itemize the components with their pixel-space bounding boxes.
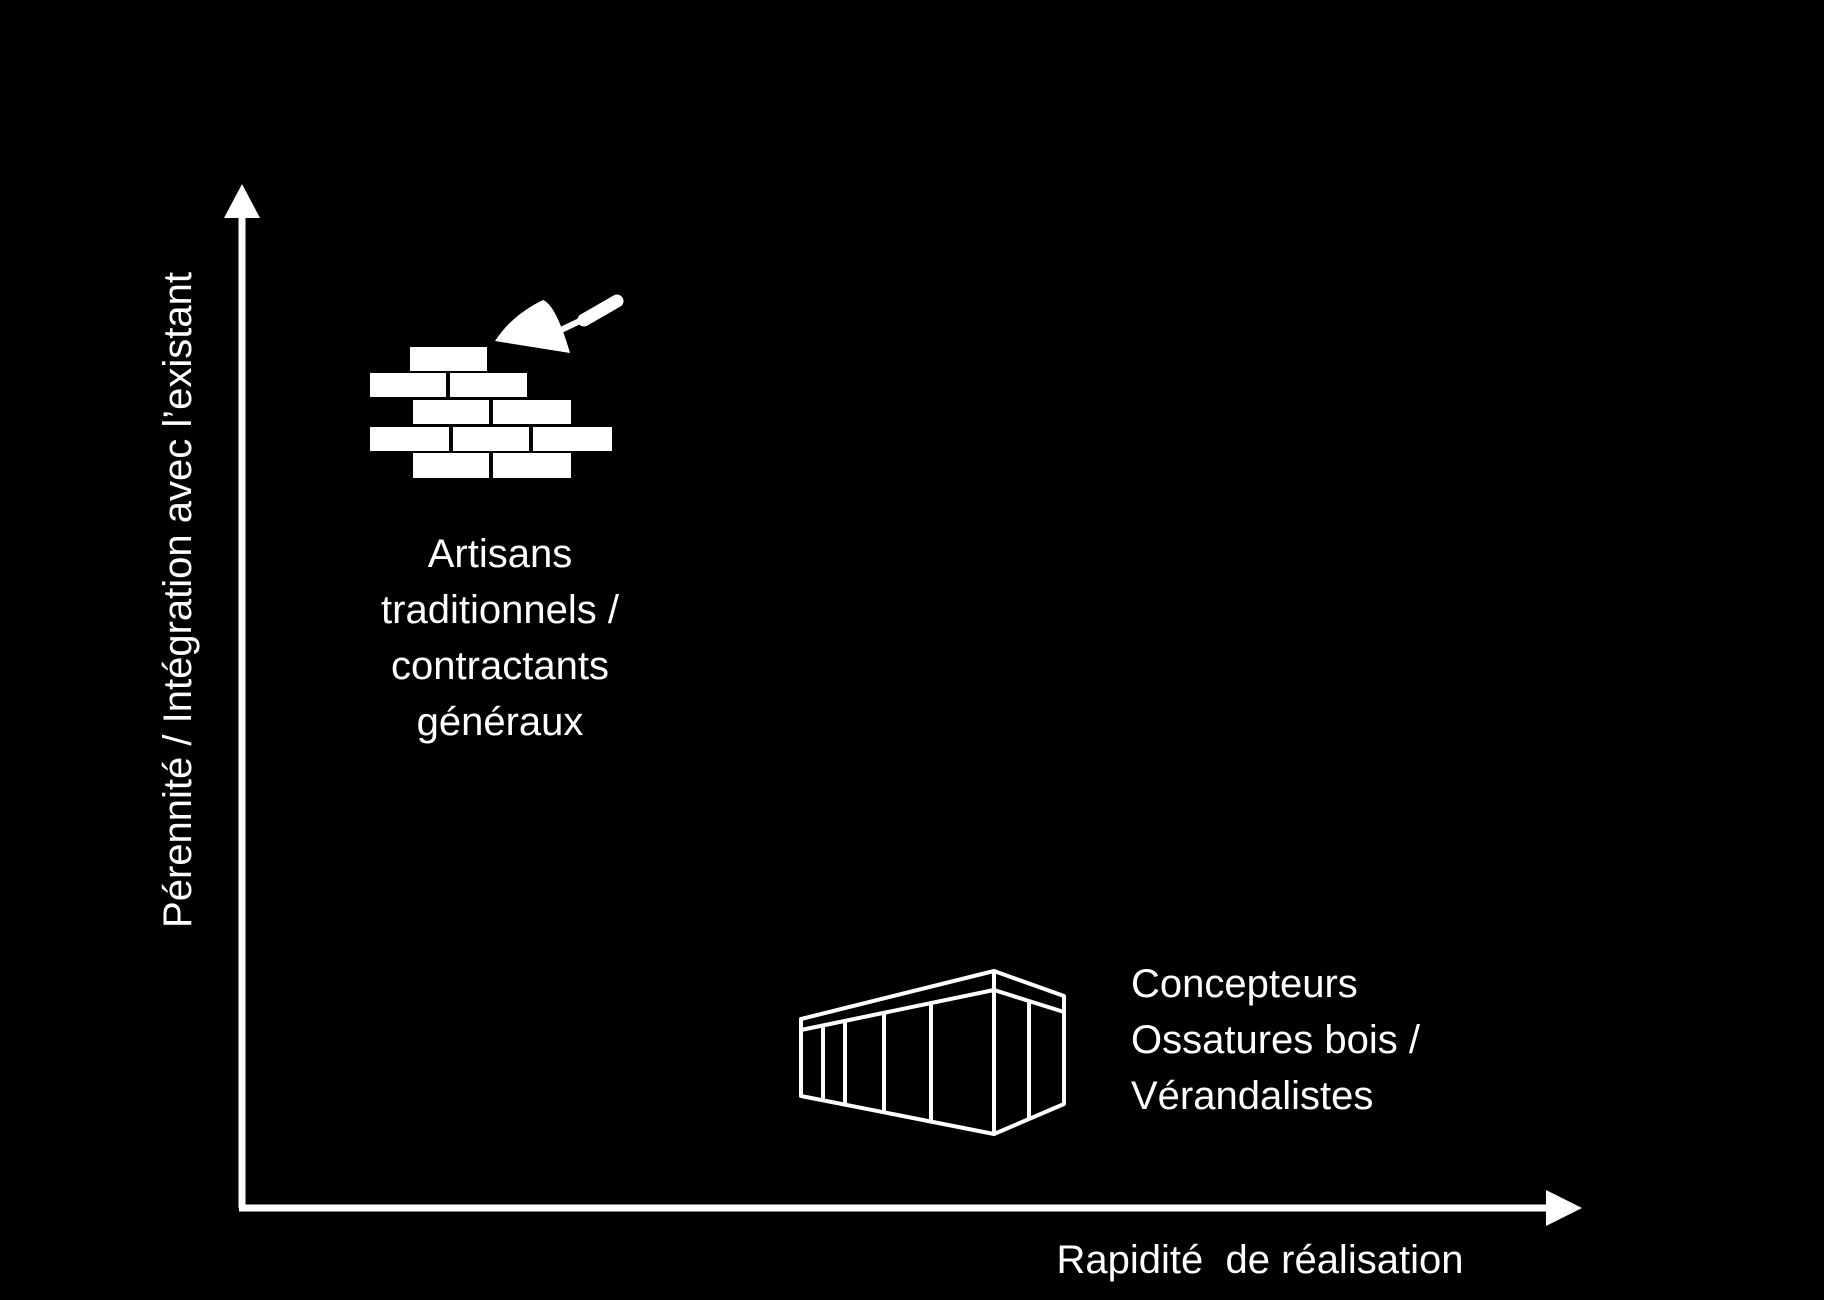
x-axis-arrowhead [1546,1190,1582,1226]
brick-wall-trowel-icon [370,294,624,478]
label-line: généraux [416,700,584,744]
trowel-handle [577,294,624,327]
y-axis-arrowhead [224,184,260,218]
veranda-frame-icon [799,969,1066,1136]
label-line: Artisans [427,532,573,576]
label-artisans: Artisans traditionnels / contractants gé… [330,526,670,750]
x-axis-label: Rapidité de réalisation [1056,1238,1464,1282]
label-concepteurs: Concepteurs Ossatures bois / Vérandalist… [1131,956,1551,1124]
y-axis-label: Pérennité / Intégration avec l’existant [156,272,200,928]
label-line: Concepteurs [1131,962,1358,1006]
trowel-blade [495,300,570,353]
veranda-side-face [992,969,1066,1136]
x-axis [239,1190,1582,1226]
label-line: traditionnels / [381,588,619,632]
label-line: contractants [391,644,609,688]
y-axis [224,184,260,1208]
label-line: Vérandalistes [1131,1074,1374,1118]
label-line: Ossatures bois / [1131,1018,1421,1062]
